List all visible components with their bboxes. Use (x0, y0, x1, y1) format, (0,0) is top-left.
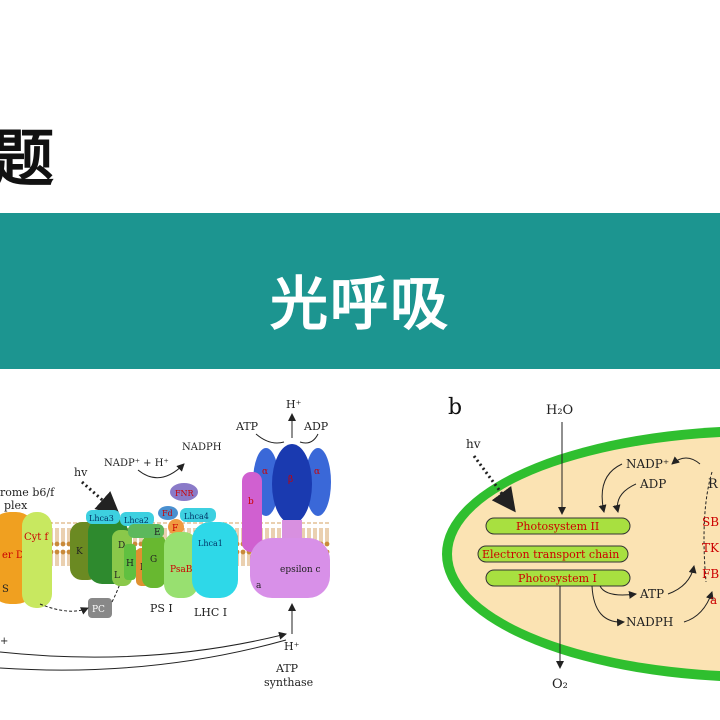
tk-cut-label: TK (702, 541, 720, 555)
alpha-label-2: α (314, 467, 320, 477)
atp-label-b: ATP (639, 587, 664, 601)
atp-synthase-label-1: ATP (275, 662, 299, 675)
hv-label-a: hv (74, 466, 88, 479)
atp-synthase-label-2: synthase (264, 676, 313, 689)
f-label: F (172, 524, 178, 534)
epsilon-label: epsilon c (280, 565, 321, 575)
alpha-subunit-right (305, 448, 331, 516)
cytb6f-label-2: plex (4, 499, 28, 512)
photosystem-i-bar (485, 569, 631, 587)
hv-label-b: hv (466, 437, 481, 451)
beta-subunit (272, 444, 312, 524)
s-label: S (2, 584, 9, 595)
lhca2-label: Lhca2 (124, 516, 149, 525)
subunit-g (142, 534, 166, 588)
plus-left-label: + (0, 636, 8, 647)
pc-label: PC (92, 605, 105, 615)
etc-bar (477, 545, 629, 563)
title-banner: 光呼吸 (0, 213, 720, 369)
photosystem-ii-bar (485, 517, 631, 535)
nadp-label-b: NADP⁺ (626, 457, 669, 471)
h2o-label: H₂O (546, 403, 573, 418)
ferredoxin (158, 506, 178, 520)
ps2-label: Photosystem II (516, 520, 599, 533)
plastocyanin (88, 598, 112, 618)
d-label: D (118, 541, 125, 551)
fnr-enzyme (170, 483, 198, 501)
cytb6f-label-1: rome b6/f (0, 486, 55, 499)
adp-label-b: ADP (639, 477, 666, 491)
ps1-label: Photosystem I (518, 572, 597, 585)
lhca3-ring (86, 510, 120, 524)
panel-a-thylakoid-membrane: rome b6/f plex er D S Cyt f PC hv K Lhca… (0, 398, 331, 689)
b-subunit (242, 472, 262, 552)
g-label: G (150, 555, 157, 565)
o2-label: O₂ (552, 677, 568, 692)
lhca1-label: Lhca1 (198, 539, 223, 548)
lhca2-ring (120, 512, 154, 526)
fb-cut-label: FB (702, 567, 719, 581)
photosynthesis-figure: rome b6/f plex er D S Cyt f PC hv K Lhca… (0, 395, 720, 692)
lhca4-ring (180, 508, 216, 522)
hplus-top-label: H⁺ (286, 398, 302, 411)
c-ring (250, 538, 330, 598)
h-label: H (126, 559, 134, 569)
b-label: b (248, 497, 254, 507)
lhci-label: LHC I (194, 606, 227, 619)
slide-title: 光呼吸 (269, 270, 450, 338)
alpha-label-1: α (262, 467, 268, 477)
nadph-label-a: NADPH (182, 442, 222, 453)
psab-label: PsaB (170, 565, 193, 575)
gamma-stalk (282, 520, 302, 542)
e-label: E (154, 528, 161, 538)
r-cut-label: R (708, 477, 719, 492)
cytf-label: Cyt f (24, 532, 49, 543)
a-label: a (256, 581, 262, 591)
subunit-e (128, 524, 164, 538)
hplus-bottom-label: H⁺ (284, 640, 300, 653)
fnr-label: FNR (175, 489, 195, 498)
l-label: L (114, 571, 120, 581)
panel-b-chloroplast: b H₂O hv Photosystem II Electron transpo… (442, 395, 720, 692)
nadph-label-b: NADPH (626, 615, 673, 629)
nadp-equation: NADP⁺ + H⁺ (104, 458, 169, 469)
subunit-h (124, 544, 136, 580)
psab-subunit (164, 532, 198, 598)
etc-label: Electron transport chain (482, 548, 619, 561)
lhca4-label: Lhca4 (184, 512, 209, 521)
beta-label: β (288, 475, 293, 485)
atp-label-a: ATP (235, 420, 259, 433)
fd-label: Fd (162, 509, 173, 518)
psi-label: PS I (150, 602, 173, 615)
adp-label-a: ADP (303, 420, 329, 433)
lhca1-complex (192, 522, 238, 598)
lhca3-label: Lhca3 (89, 514, 114, 523)
subunit-f (168, 519, 184, 535)
panel-b-letter: b (448, 395, 462, 420)
sb-cut-label: SB (702, 515, 719, 529)
a-cut-label: a (710, 593, 717, 607)
k-label: K (76, 547, 83, 557)
cytf-subunit (22, 512, 52, 608)
cropped-heading-glyph: 题 (0, 122, 55, 195)
subunit-d-left-label: er D (2, 550, 24, 561)
